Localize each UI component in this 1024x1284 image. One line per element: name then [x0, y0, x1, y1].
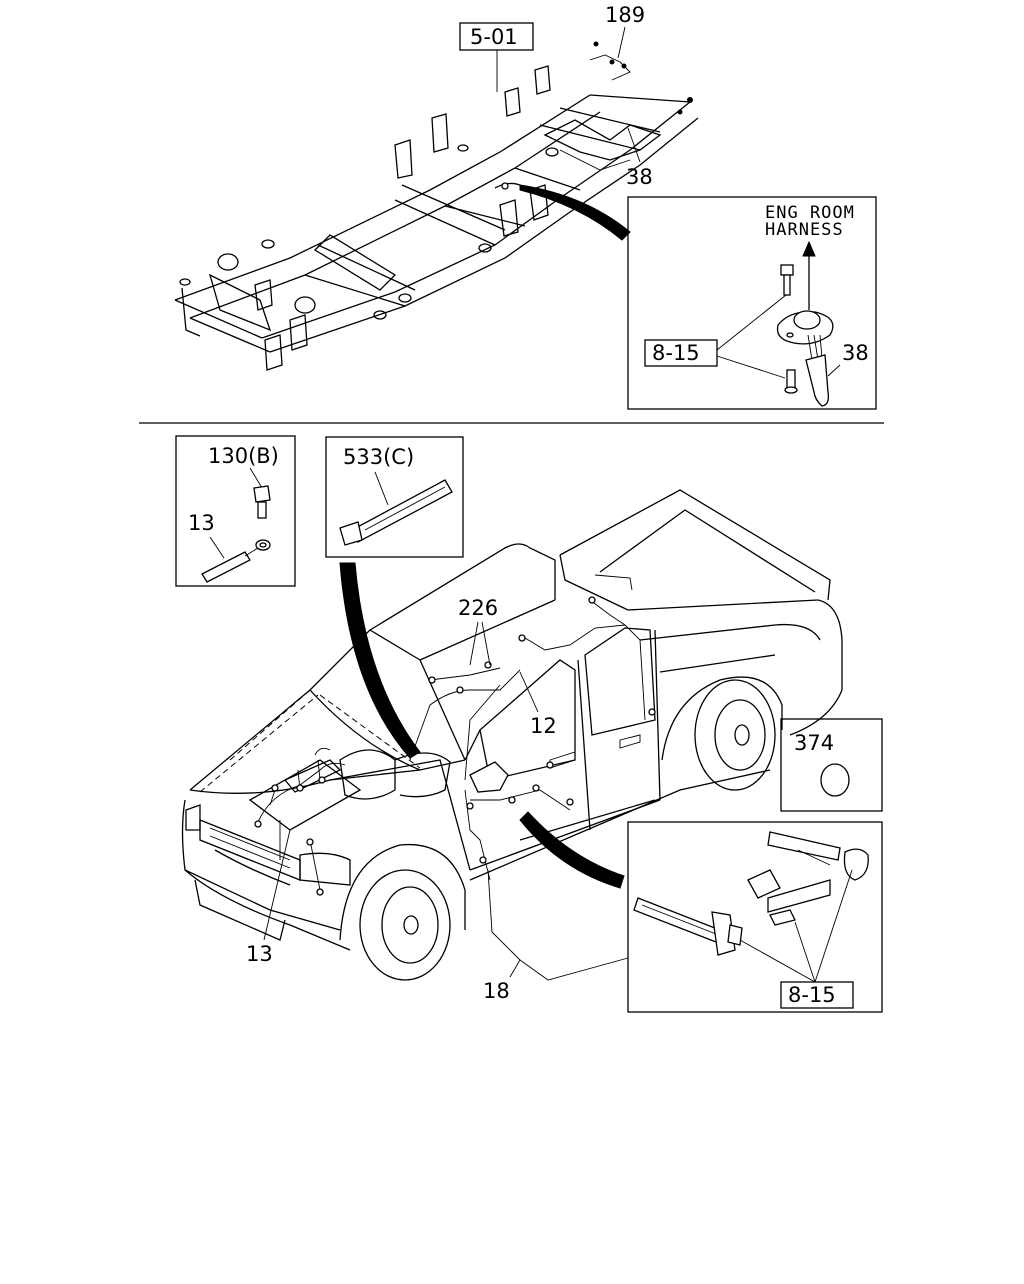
detail-ref-label: 8-15 — [652, 341, 700, 365]
part-38-leader — [627, 127, 641, 163]
frame-ref-label: 5-01 — [470, 25, 518, 49]
arrow-head — [802, 240, 816, 257]
wiring-harness-illustration — [254, 596, 656, 896]
part-18-label: 18 — [483, 979, 510, 1003]
clip-ref-leader-1 — [739, 939, 816, 983]
part-226-leader-b — [481, 621, 491, 666]
part-13-leader — [263, 829, 291, 941]
part-189-leader — [617, 26, 626, 59]
pickup-truck-illustration — [181, 489, 843, 981]
grommet-assembly-illustration — [776, 264, 834, 407]
part-12-label: 12 — [530, 714, 557, 738]
detail-ref-box — [644, 339, 718, 367]
ground-strap-illustration — [201, 539, 271, 583]
clip-ref-leader-3 — [814, 869, 853, 983]
part-226-label: 226 — [458, 596, 498, 620]
detail-ref-leader-up — [716, 294, 787, 351]
part-533c-label: 533(C) — [343, 445, 414, 469]
eng-room-note-line1: ENG ROOM — [765, 203, 855, 223]
part-38-label: 38 — [626, 165, 653, 189]
frame-ref-box — [459, 22, 534, 51]
cable-tie-detail-box — [325, 436, 464, 558]
cable-tie-pointer-swoosh — [339, 562, 421, 759]
part-226-leader-a — [469, 621, 479, 666]
clip-detail-ref-label: 8-15 — [788, 983, 836, 1007]
part-130b-label: 130(B) — [208, 444, 279, 468]
clip-ref-leader-2 — [794, 921, 816, 983]
detail-pointer-swoosh — [519, 184, 631, 241]
part-189-label: 189 — [605, 3, 645, 27]
detail-part-38-leader — [827, 364, 841, 377]
bolt-detail-box — [175, 435, 296, 587]
part-12-leader — [519, 671, 539, 713]
part-13-label: 13 — [246, 942, 273, 966]
clip-detail-pointer-swoosh — [519, 811, 625, 889]
part-130b-leader — [249, 467, 263, 489]
clips-illustration — [633, 831, 869, 956]
eng-room-note-line2: HARNESS — [765, 220, 844, 240]
harness-detail-box — [627, 196, 877, 410]
detail-ref-leader-down — [716, 355, 786, 379]
part-13-box-label: 13 — [188, 511, 215, 535]
part-18-leader-truck — [487, 869, 521, 978]
clip-detail-box — [627, 821, 883, 1013]
bolt-illustration — [253, 485, 271, 519]
part-533c-leader — [374, 471, 389, 506]
detail-part-38-label: 38 — [842, 341, 869, 365]
plug-illustration — [820, 763, 850, 797]
part-374-label: 374 — [794, 731, 834, 755]
chassis-frame-illustration — [174, 41, 699, 371]
part-13-box-leader — [209, 536, 225, 559]
clip-detail-ref-box — [780, 981, 854, 1009]
cable-tie-illustration — [339, 479, 453, 546]
plug-detail-box — [780, 718, 883, 812]
part-18-leader-detail — [519, 957, 629, 981]
